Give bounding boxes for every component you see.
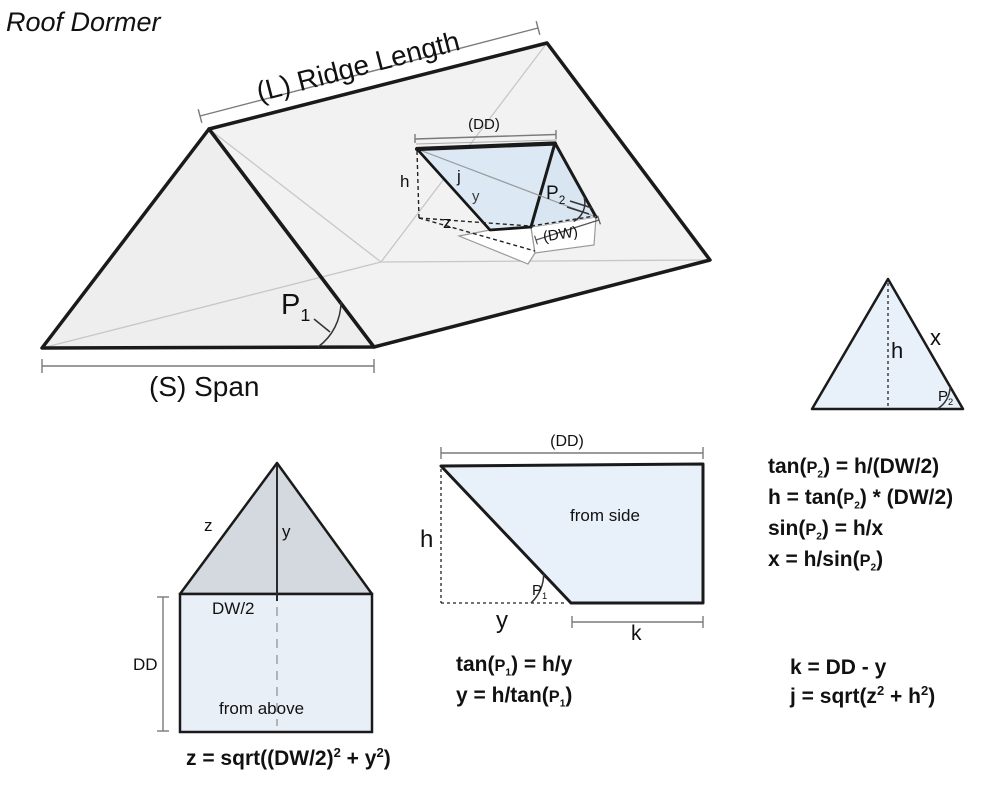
dormer-dw-dimension xyxy=(534,215,601,245)
plan-dd-label: DD xyxy=(133,655,158,674)
ridge-dimension xyxy=(197,21,541,123)
side-k-label: k xyxy=(631,622,642,645)
dormer-ridge-edge xyxy=(414,141,558,152)
hidden-edge-apex xyxy=(208,128,382,263)
p2-angle-tick-1 xyxy=(569,200,593,209)
page-title: Roof Dormer xyxy=(6,7,161,37)
side-dd-dimension xyxy=(440,447,704,459)
side-y-label: y xyxy=(496,607,508,634)
gable-formulas: tan(P2) = h/(DW/2) h = tan(P2) * (DW/2) … xyxy=(768,452,953,576)
plan-y-label: y xyxy=(282,522,291,541)
misc-formula-j: j = sqrt(z2 + h2) xyxy=(790,683,936,708)
roof-front-gable-face xyxy=(42,129,374,348)
side-formulas: tan(P1) = h/y y = h/tan(P1) xyxy=(456,650,572,712)
gable-h-label: h xyxy=(891,338,904,363)
plan-view xyxy=(157,461,374,734)
dd-dim-line xyxy=(414,133,557,140)
p1-angle-tick xyxy=(313,318,331,333)
side-formula-2: y = h/tan(P1) xyxy=(456,684,573,710)
p1-angle-arc xyxy=(317,301,342,348)
side-p1-angle-arc xyxy=(530,573,545,604)
roof-front-outline xyxy=(40,127,376,350)
p2-angle-tick-2 xyxy=(566,206,590,215)
p2-angle-arc xyxy=(573,197,586,223)
dormer xyxy=(414,130,601,265)
side-p1-label: P1 xyxy=(532,582,548,601)
side-formula-1: tan(P1) = h/y xyxy=(456,653,573,679)
dormer-j-label: j xyxy=(457,167,461,186)
plan-caption: from above xyxy=(219,699,305,718)
plan-dw2-label: DW/2 xyxy=(212,599,255,618)
dormer-ridge-highlight xyxy=(415,139,558,145)
misc-formulas: k = DD - y j = sqrt(z2 + h2) xyxy=(790,653,935,711)
ridge-dim-tick-right xyxy=(535,21,541,35)
span-label: (S) Span xyxy=(149,371,260,402)
gable-p2-label: P2 xyxy=(938,388,954,407)
misc-formula-k: k = DD - y xyxy=(790,656,887,679)
hidden-edge-back xyxy=(380,259,711,263)
gable-formula-2: h = tan(P2) * (DW/2) xyxy=(768,486,954,512)
dw-dim-tick-left xyxy=(534,235,538,245)
dormer-p2-label: P2 xyxy=(546,183,566,207)
plan-dd-dimension xyxy=(157,596,169,732)
dormer-j-diagonal-line xyxy=(416,148,597,218)
dormer-eave-dashed-line xyxy=(530,215,596,227)
p1-label: P1 xyxy=(281,289,311,325)
dormer-y-label: y xyxy=(472,188,480,205)
plan-formula: z = sqrt((DW/2)2 + y2) xyxy=(186,745,391,770)
side-profile-shape xyxy=(439,462,705,605)
dormer-z-label: z xyxy=(443,213,452,232)
dw-dim-line xyxy=(535,219,600,241)
dormer-gable-face xyxy=(531,143,596,227)
ridge-dim-line xyxy=(199,27,539,117)
hidden-edge-left xyxy=(41,261,382,349)
span-dimension xyxy=(41,359,375,373)
dw-dim-tick-right xyxy=(597,215,601,225)
gable-formula-4: x = h/sin(P2) xyxy=(768,548,884,574)
dormer-dd-label: (DD) xyxy=(468,116,500,133)
side-dd-label: (DD) xyxy=(550,433,584,450)
side-k-dimension xyxy=(571,616,704,628)
gable-triangle-view xyxy=(810,277,965,411)
dormer-dashed-lines xyxy=(416,150,596,252)
gable-formula-3: sin(P2) = h/x xyxy=(768,517,884,543)
ridge-dim-tick-left xyxy=(197,109,203,123)
dormer-h-label: h xyxy=(400,172,410,191)
gable-x-label: x xyxy=(930,325,941,350)
dormer-z-dashed-line xyxy=(418,217,531,227)
side-view xyxy=(439,447,705,628)
gable-p2-angle-arc xyxy=(936,386,951,410)
side-h-label: h xyxy=(420,526,434,553)
side-caption: from side xyxy=(570,506,640,525)
gable-formula-1: tan(P2) = h/(DW/2) xyxy=(768,455,940,481)
dormer-gable-right-edge xyxy=(553,141,598,219)
dormer-dd-dimension xyxy=(414,130,557,143)
plan-z-label: z xyxy=(204,516,213,535)
dormer-base-dashed-line xyxy=(418,217,536,252)
dormer-gable-left-edge xyxy=(529,141,557,229)
